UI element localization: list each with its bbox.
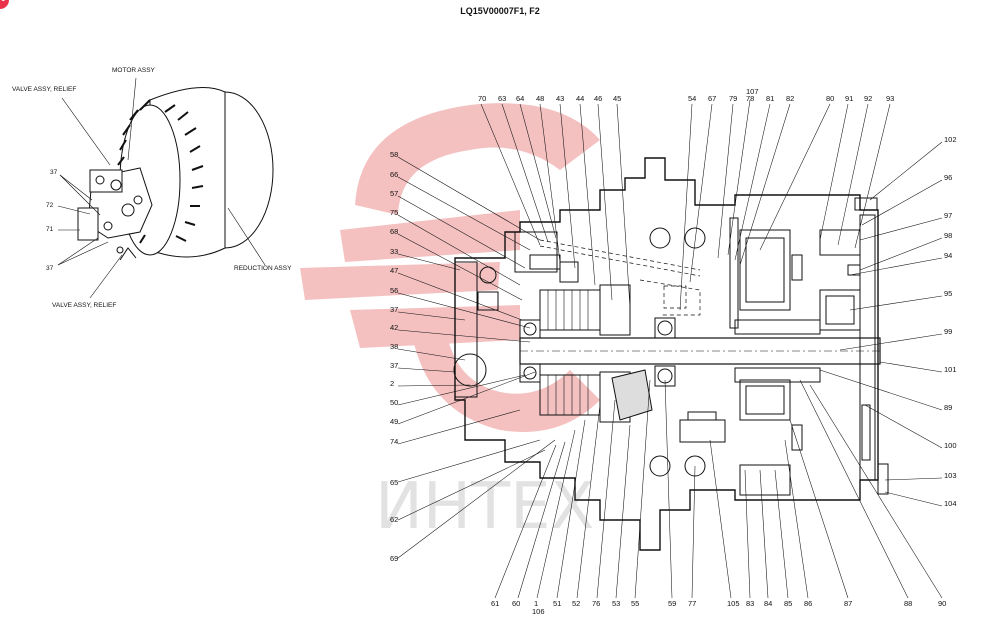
part-number-left-68: 68 xyxy=(390,227,398,236)
part-number-bottom-90: 90 xyxy=(938,599,946,608)
part-number-top-91: 91 xyxy=(845,94,853,103)
part-number-top-93: 93 xyxy=(886,94,894,103)
part-number-top-48: 48 xyxy=(536,94,544,103)
part-number-right-101: 101 xyxy=(944,365,957,374)
part-number-right-98: 98 xyxy=(944,231,952,240)
part-number-right-102: 102 xyxy=(944,135,957,144)
part-number-bottom-76: 76 xyxy=(592,599,600,608)
part-numbers-right: 102 96 97 98 94 95 99 101 89 100 103 104 xyxy=(944,135,957,508)
part-number-right-96: 96 xyxy=(944,173,952,182)
part-number-bottom-59: 59 xyxy=(668,599,676,608)
part-number-bottom-61: 61 xyxy=(491,599,499,608)
part-number-top-107: 107 xyxy=(746,87,759,96)
part-number-top-43: 43 xyxy=(556,94,564,103)
part-number-top-63: 63 xyxy=(498,94,506,103)
part-number-left-65: 65 xyxy=(390,478,398,487)
part-number-bottom-55: 55 xyxy=(631,599,639,608)
part-number-top-44: 44 xyxy=(576,94,584,103)
part-number-right-94: 94 xyxy=(944,251,952,260)
label-37-left: 37 xyxy=(50,169,58,176)
part-number-top-70: 70 xyxy=(478,94,486,103)
part-number-bottom-88: 88 xyxy=(904,599,912,608)
part-number-left-50: 50 xyxy=(390,398,398,407)
part-number-right-97: 97 xyxy=(944,211,952,220)
part-number-right-95: 95 xyxy=(944,289,952,298)
label-reduction-assy: REDUCTION ASSY xyxy=(234,265,292,272)
part-number-bottom-84: 84 xyxy=(764,599,772,608)
part-number-bottom-85: 85 xyxy=(784,599,792,608)
label-valve-relief-bottom: VALVE ASSY, RELIEF xyxy=(52,302,116,309)
part-number-left-47: 47 xyxy=(390,266,398,275)
part-number-left-57: 57 xyxy=(390,189,398,198)
part-number-top-79: 79 xyxy=(729,94,737,103)
cross-section-drawing xyxy=(453,157,889,551)
part-number-top-92: 92 xyxy=(864,94,872,103)
part-number-left-74: 74 xyxy=(390,437,398,446)
label-72: 72 xyxy=(46,202,54,209)
corner-badge: 0 xyxy=(0,0,9,9)
part-number-top-67: 67 xyxy=(708,94,716,103)
part-number-bottom-77: 77 xyxy=(688,599,696,608)
part-number-left-42: 42 xyxy=(390,323,398,332)
part-number-right-100: 100 xyxy=(944,441,957,450)
part-number-bottom-52: 52 xyxy=(572,599,580,608)
planetary-gears xyxy=(679,217,861,496)
part-number-bottom-51: 51 xyxy=(553,599,561,608)
part-number-left-37: 37 xyxy=(390,305,398,314)
part-number-right-89: 89 xyxy=(944,403,952,412)
part-number-bottom-87: 87 xyxy=(844,599,852,608)
part-number-left-75: 75 xyxy=(390,208,398,217)
part-number-bottom-106: 106 xyxy=(532,607,545,616)
part-number-top-78: 78 xyxy=(746,94,754,103)
label-37-bottom: 37 xyxy=(46,265,54,272)
part-number-left-37: 37 xyxy=(390,361,398,370)
label-valve-relief-top: VALVE ASSY, RELIEF xyxy=(12,86,76,93)
part-number-top-80: 80 xyxy=(826,94,834,103)
label-motor-assy: MOTOR ASSY xyxy=(112,67,156,74)
part-number-right-103: 103 xyxy=(944,471,957,480)
part-number-left-33: 33 xyxy=(390,247,398,256)
part-number-left-38: 38 xyxy=(390,342,398,351)
part-number-bottom-86: 86 xyxy=(804,599,812,608)
part-number-top-46: 46 xyxy=(594,94,602,103)
assembly-leaders xyxy=(57,77,266,299)
part-number-top-82: 82 xyxy=(786,94,794,103)
part-number-left-66: 66 xyxy=(390,170,398,179)
label-71: 71 xyxy=(46,226,54,233)
part-number-bottom-83: 83 xyxy=(746,599,754,608)
part-number-top-64: 64 xyxy=(516,94,524,103)
motor-assembly-illustration xyxy=(77,87,274,261)
part-number-top-45: 45 xyxy=(613,94,621,103)
part-leaders xyxy=(397,99,943,599)
part-number-right-99: 99 xyxy=(944,327,952,336)
part-number-left-49: 49 xyxy=(390,417,398,426)
part-numbers-left: 58 66 57 75 68 33 47 56 37 42 38 37 2 50 49 74 65 62 69 xyxy=(390,150,398,563)
part-number-bottom-53: 53 xyxy=(612,599,620,608)
part-number-bottom-1: 1 xyxy=(534,599,538,608)
part-number-left-58: 58 xyxy=(390,150,398,159)
part-number-left-2: 2 xyxy=(390,379,394,388)
part-number-top-54: 54 xyxy=(688,94,696,103)
bearings xyxy=(519,227,706,477)
watermark-text: ИНТЕХ xyxy=(375,470,594,544)
part-number-top-81: 81 xyxy=(766,94,774,103)
part-number-left-56: 56 xyxy=(390,286,398,295)
part-number-left-69: 69 xyxy=(390,554,398,563)
part-number-right-104: 104 xyxy=(944,499,957,508)
part-number-bottom-105: 105 xyxy=(727,599,740,608)
part-number-bottom-60: 60 xyxy=(512,599,520,608)
drawing-title: LQ15V00007F1, F2 xyxy=(460,6,540,16)
part-number-left-62: 62 xyxy=(390,515,398,524)
